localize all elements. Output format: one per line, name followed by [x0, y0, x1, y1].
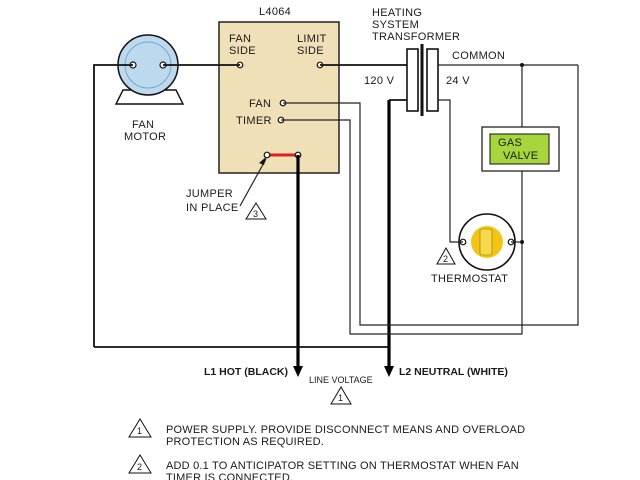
thermostat-label: THERMOSTAT	[431, 273, 508, 285]
fan-motor-label-1: FAN	[132, 119, 154, 131]
wiring	[93, 63, 579, 372]
l1-hot-label: L1 HOT (BLACK)	[204, 366, 288, 378]
limit-side-label-1: LIMIT	[297, 33, 327, 45]
marker-1-number: 1	[338, 393, 343, 403]
l2-arrow-icon	[384, 366, 394, 377]
marker-2-number: 2	[443, 254, 448, 264]
note-2-line-1: ADD 0.1 TO ANTICIPATOR SETTING ON THERMO…	[166, 460, 519, 472]
fan-side-label-1: FAN	[229, 33, 251, 45]
gas-valve-label-1: GAS	[498, 137, 522, 149]
note-1-number: 1	[137, 426, 142, 436]
l4064-control-box	[218, 21, 340, 174]
l4064-model-label: L4064	[259, 6, 291, 18]
l1-arrow-icon	[293, 366, 303, 377]
line-voltage-label: LINE VOLTAGE	[309, 375, 373, 385]
note-1-line-2: PROTECTION AS REQUIRED.	[166, 436, 324, 448]
transformer-label-2: SYSTEM	[372, 19, 419, 31]
transformer-icon	[406, 44, 439, 116]
timer-terminal-label: TIMER	[236, 115, 272, 127]
note-2-triangle-icon	[128, 454, 152, 474]
transformer-label-3: TRANSFORMER	[372, 31, 460, 43]
note-2-number: 2	[137, 462, 142, 472]
limit-side-label-2: SIDE	[297, 45, 324, 57]
note-1-triangle-icon	[128, 418, 152, 438]
marker-1-triangle-icon	[330, 386, 352, 405]
jumper-label-1: JUMPER	[186, 188, 233, 200]
note-1: 1 POWER SUPPLY. PROVIDE DISCONNECT MEANS…	[128, 418, 525, 448]
fan-terminal-label: FAN	[249, 98, 271, 110]
transformer-secondary-label: 24 V	[446, 75, 470, 87]
common-label: COMMON	[452, 50, 505, 62]
thermostat-icon	[458, 213, 516, 271]
marker-3-number: 3	[253, 209, 258, 219]
marker-2-triangle-icon	[436, 246, 456, 265]
gas-valve-label-2: VALVE	[503, 150, 538, 162]
fan-motor-icon	[114, 34, 185, 105]
note-1-line-1: POWER SUPPLY. PROVIDE DISCONNECT MEANS A…	[166, 424, 525, 436]
gas-valve-coil	[489, 133, 550, 165]
jumper-terminal-left	[263, 151, 271, 159]
l2-neutral-label: L2 NEUTRAL (WHITE)	[399, 366, 508, 378]
jumper-pointer-icon	[259, 157, 266, 165]
note-2-line-2: TIMER IS CONNECTED.	[166, 472, 293, 480]
transformer-label-1: HEATING	[372, 7, 422, 19]
fan-side-label-2: SIDE	[229, 45, 256, 57]
transformer-primary-label: 120 V	[364, 75, 395, 87]
fan-motor-label-2: MOTOR	[124, 131, 166, 143]
marker-3-triangle-icon	[245, 202, 267, 220]
note-2: 2 ADD 0.1 TO ANTICIPATOR SETTING ON THER…	[128, 454, 519, 480]
jumper-label-2: IN PLACE	[186, 202, 239, 214]
